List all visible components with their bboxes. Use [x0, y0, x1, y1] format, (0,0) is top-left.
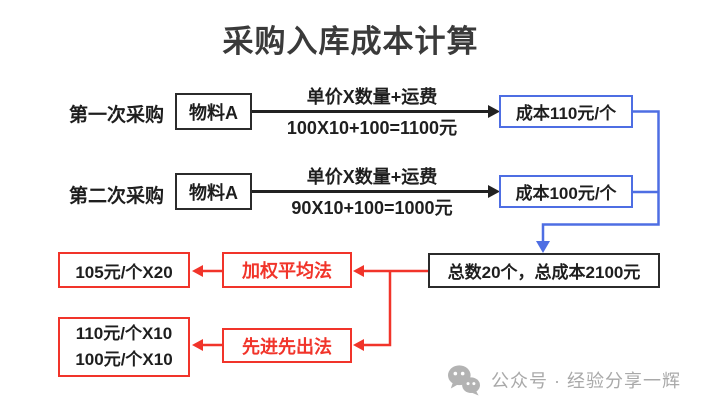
result-box-fifo: 110元/个X10 100元/个X10 — [58, 317, 190, 377]
formula-1-bottom: 100X10+100=1100元 — [286, 118, 458, 138]
method-box-fifo: 先进先出法 — [222, 328, 352, 363]
material-box-2-text: 物料A — [189, 182, 238, 203]
cost-box-1-text: 成本110元/个 — [515, 104, 617, 123]
watermark: 公众号 · 经验分享一辉 — [447, 364, 681, 396]
page-title: 采购入库成本计算 — [222, 24, 479, 59]
material-box-1-text: 物料A — [189, 102, 238, 123]
method-box-weighted-average: 加权平均法 — [222, 252, 352, 288]
method-box-fifo-text: 先进先出法 — [242, 336, 332, 357]
total-box: 总数20个，总成本2100元 — [428, 253, 660, 288]
result-box-fifo-line-2: 100元/个X10 — [75, 350, 173, 369]
formula-1-top: 单价X数量+运费 — [306, 87, 438, 107]
result-box-fifo-line-1: 110元/个X10 — [75, 324, 173, 343]
total-box-text: 总数20个，总成本2100元 — [447, 263, 641, 282]
wechat-icon — [448, 365, 480, 396]
formula-2-top: 单价X数量+运费 — [306, 167, 438, 187]
watermark-text: 公众号 · 经验分享一辉 — [491, 371, 681, 391]
cost-box-1: 成本110元/个 — [499, 95, 633, 128]
material-box-1: 物料A — [175, 93, 252, 130]
result-box-weighted-average: 105元/个X20 — [58, 252, 190, 288]
result-box-weighted-average-text: 105元/个X20 — [75, 262, 173, 282]
method-box-weighted-average-text: 加权平均法 — [242, 261, 332, 281]
purchase-1-label: 第一次采购 — [69, 105, 165, 126]
cost-box-2-text: 成本100元/个 — [515, 184, 617, 203]
cost-box-2: 成本100元/个 — [499, 175, 633, 208]
material-box-2: 物料A — [175, 173, 252, 210]
formula-2-bottom: 90X10+100=1000元 — [291, 198, 453, 218]
purchase-2-label: 第二次采购 — [69, 186, 165, 207]
